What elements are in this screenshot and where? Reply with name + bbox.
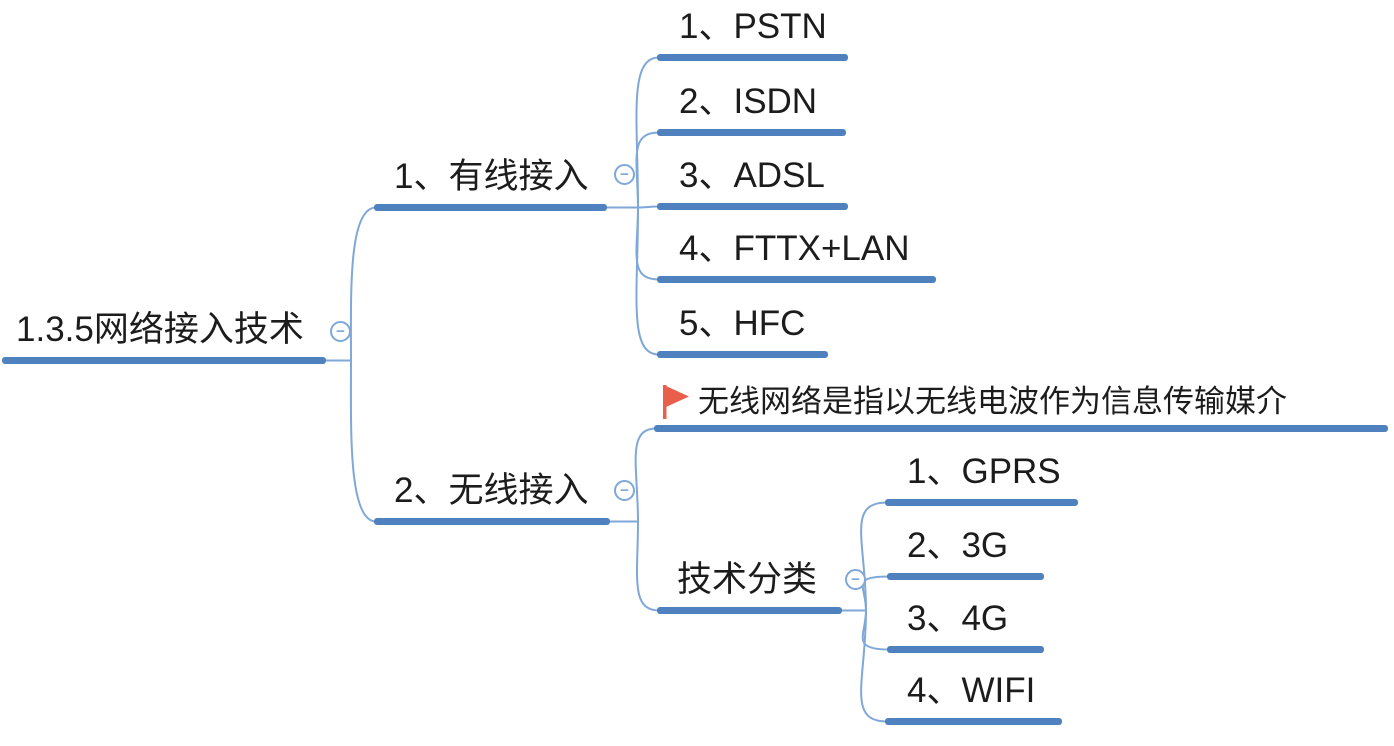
branch-underline-4g	[887, 646, 1044, 653]
branch-underline-note	[654, 425, 1388, 432]
node-adsl[interactable]: 3、ADSL	[679, 156, 825, 195]
node-pstn[interactable]: 1、PSTN	[679, 7, 827, 46]
branch-underline-wifi	[885, 718, 1062, 725]
collapse-toggle-root[interactable]: −	[330, 321, 351, 342]
node-gprs[interactable]: 1、GPRS	[907, 452, 1061, 491]
collapse-toggle-tech-class[interactable]: −	[845, 569, 866, 590]
branch-underline-isdn	[657, 129, 846, 136]
branch-underline-tech-class	[657, 607, 842, 614]
connector-class-wifi	[860, 610, 888, 723]
branch-underline-pstn	[657, 54, 848, 61]
connector-wireless-class	[635, 521, 660, 612]
branch-underline-3g	[887, 573, 1044, 580]
connector-root-wireless	[349, 360, 377, 523]
collapse-toggle-wired[interactable]: −	[614, 164, 635, 185]
connector-wired-hfc	[635, 207, 660, 356]
connector-wired-isdn	[635, 131, 660, 208]
note-text: 无线网络是指以无线电波作为信息传输媒介	[698, 384, 1287, 419]
node-4g[interactable]: 3、4G	[907, 599, 1009, 638]
node-wired[interactable]: 1、有线接入	[394, 157, 589, 196]
branch-underline-root	[2, 357, 326, 364]
connector-class-3g	[861, 575, 890, 611]
node-tech-class[interactable]: 技术分类	[677, 560, 818, 599]
branch-underline-wired	[374, 204, 607, 211]
flag-icon[interactable]	[662, 384, 689, 420]
collapse-toggle-wireless[interactable]: −	[614, 480, 635, 501]
node-hfc[interactable]: 5、HFC	[679, 304, 806, 343]
node-isdn[interactable]: 2、ISDN	[679, 82, 818, 121]
node-root[interactable]: 1.3.5网络接入技术	[16, 310, 304, 349]
branch-underline-gprs	[885, 499, 1078, 506]
connector-class-gprs	[860, 501, 888, 611]
connector-wireless-note	[634, 427, 657, 522]
node-wifi[interactable]: 4、WIFI	[907, 671, 1036, 710]
branch-underline-adsl	[657, 203, 848, 210]
node-wireless-note[interactable]: 无线网络是指以无线电波作为信息传输媒介	[662, 382, 1287, 422]
node-fttx-lan[interactable]: 4、FTTX+LAN	[679, 229, 910, 268]
connector-root-wired	[349, 206, 377, 361]
node-wireless[interactable]: 2、无线接入	[394, 471, 589, 510]
branch-underline-wireless	[374, 518, 610, 525]
connector-wired-adsl	[637, 205, 660, 209]
branch-underline-fttx-lan	[657, 276, 936, 283]
node-3g[interactable]: 2、3G	[907, 526, 1009, 565]
branch-underline-hfc	[657, 351, 828, 358]
connector-wired-fttx	[635, 207, 660, 281]
